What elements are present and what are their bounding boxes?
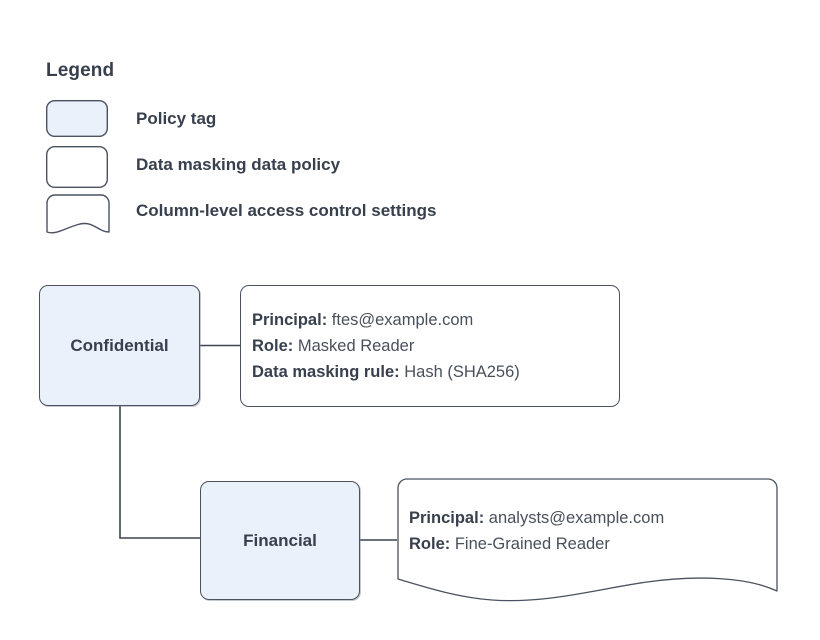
detail-line-role: Role: Masked Reader xyxy=(252,333,520,359)
legend-item-column-level-access: Column-level access control settings xyxy=(46,194,437,234)
detail-key-principal: Principal: xyxy=(252,311,328,329)
node-confidential[interactable]: Confidential xyxy=(39,285,200,406)
detail-key-masking-rule: Data masking rule: xyxy=(252,363,400,381)
node-financial-label: Financial xyxy=(243,530,317,550)
detail-line-principal: Principal: analysts@example.com xyxy=(409,505,664,531)
legend-swatch-column-level-access-icon xyxy=(46,194,110,234)
legend-title: Legend xyxy=(46,60,115,81)
node-financial[interactable]: Financial xyxy=(200,481,360,600)
edge-confidential-to-financial xyxy=(119,406,200,539)
detail-line-principal: Principal: ftes@example.com xyxy=(252,307,520,333)
legend-swatch-data-masking-policy-icon xyxy=(46,146,108,188)
legend-label-data-masking-policy: Data masking data policy xyxy=(136,155,341,174)
node-confidential-label: Confidential xyxy=(70,335,169,355)
detail-box-confidential-lines: Principal: ftes@example.com Role: Masked… xyxy=(252,307,520,385)
detail-value-principal: ftes@example.com xyxy=(331,311,474,329)
detail-line-role: Role: Fine-Grained Reader xyxy=(409,531,664,557)
legend-swatch-policy-tag-icon xyxy=(46,100,108,137)
detail-value-masking-rule: Hash (SHA256) xyxy=(404,363,520,381)
detail-key-role: Role: xyxy=(252,337,294,355)
legend-label-policy-tag: Policy tag xyxy=(136,109,217,128)
legend-label-column-level-access: Column-level access control settings xyxy=(136,201,437,220)
document-shape-icon xyxy=(397,478,778,602)
detail-box-confidential[interactable]: Principal: ftes@example.com Role: Masked… xyxy=(240,285,620,407)
detail-box-financial[interactable]: Principal: analysts@example.com Role: Fi… xyxy=(397,478,778,602)
detail-value-role: Fine-Grained Reader xyxy=(454,535,610,553)
detail-box-financial-lines: Principal: analysts@example.com Role: Fi… xyxy=(409,505,664,557)
detail-line-masking-rule: Data masking rule: Hash (SHA256) xyxy=(252,359,520,385)
detail-value-principal: analysts@example.com xyxy=(488,509,665,527)
detail-value-role: Masked Reader xyxy=(297,337,415,355)
detail-key-principal: Principal: xyxy=(409,509,485,527)
legend-item-policy-tag: Policy tag xyxy=(46,100,216,137)
legend-item-data-masking-policy: Data masking data policy xyxy=(46,146,341,188)
detail-key-role: Role: xyxy=(409,535,451,553)
